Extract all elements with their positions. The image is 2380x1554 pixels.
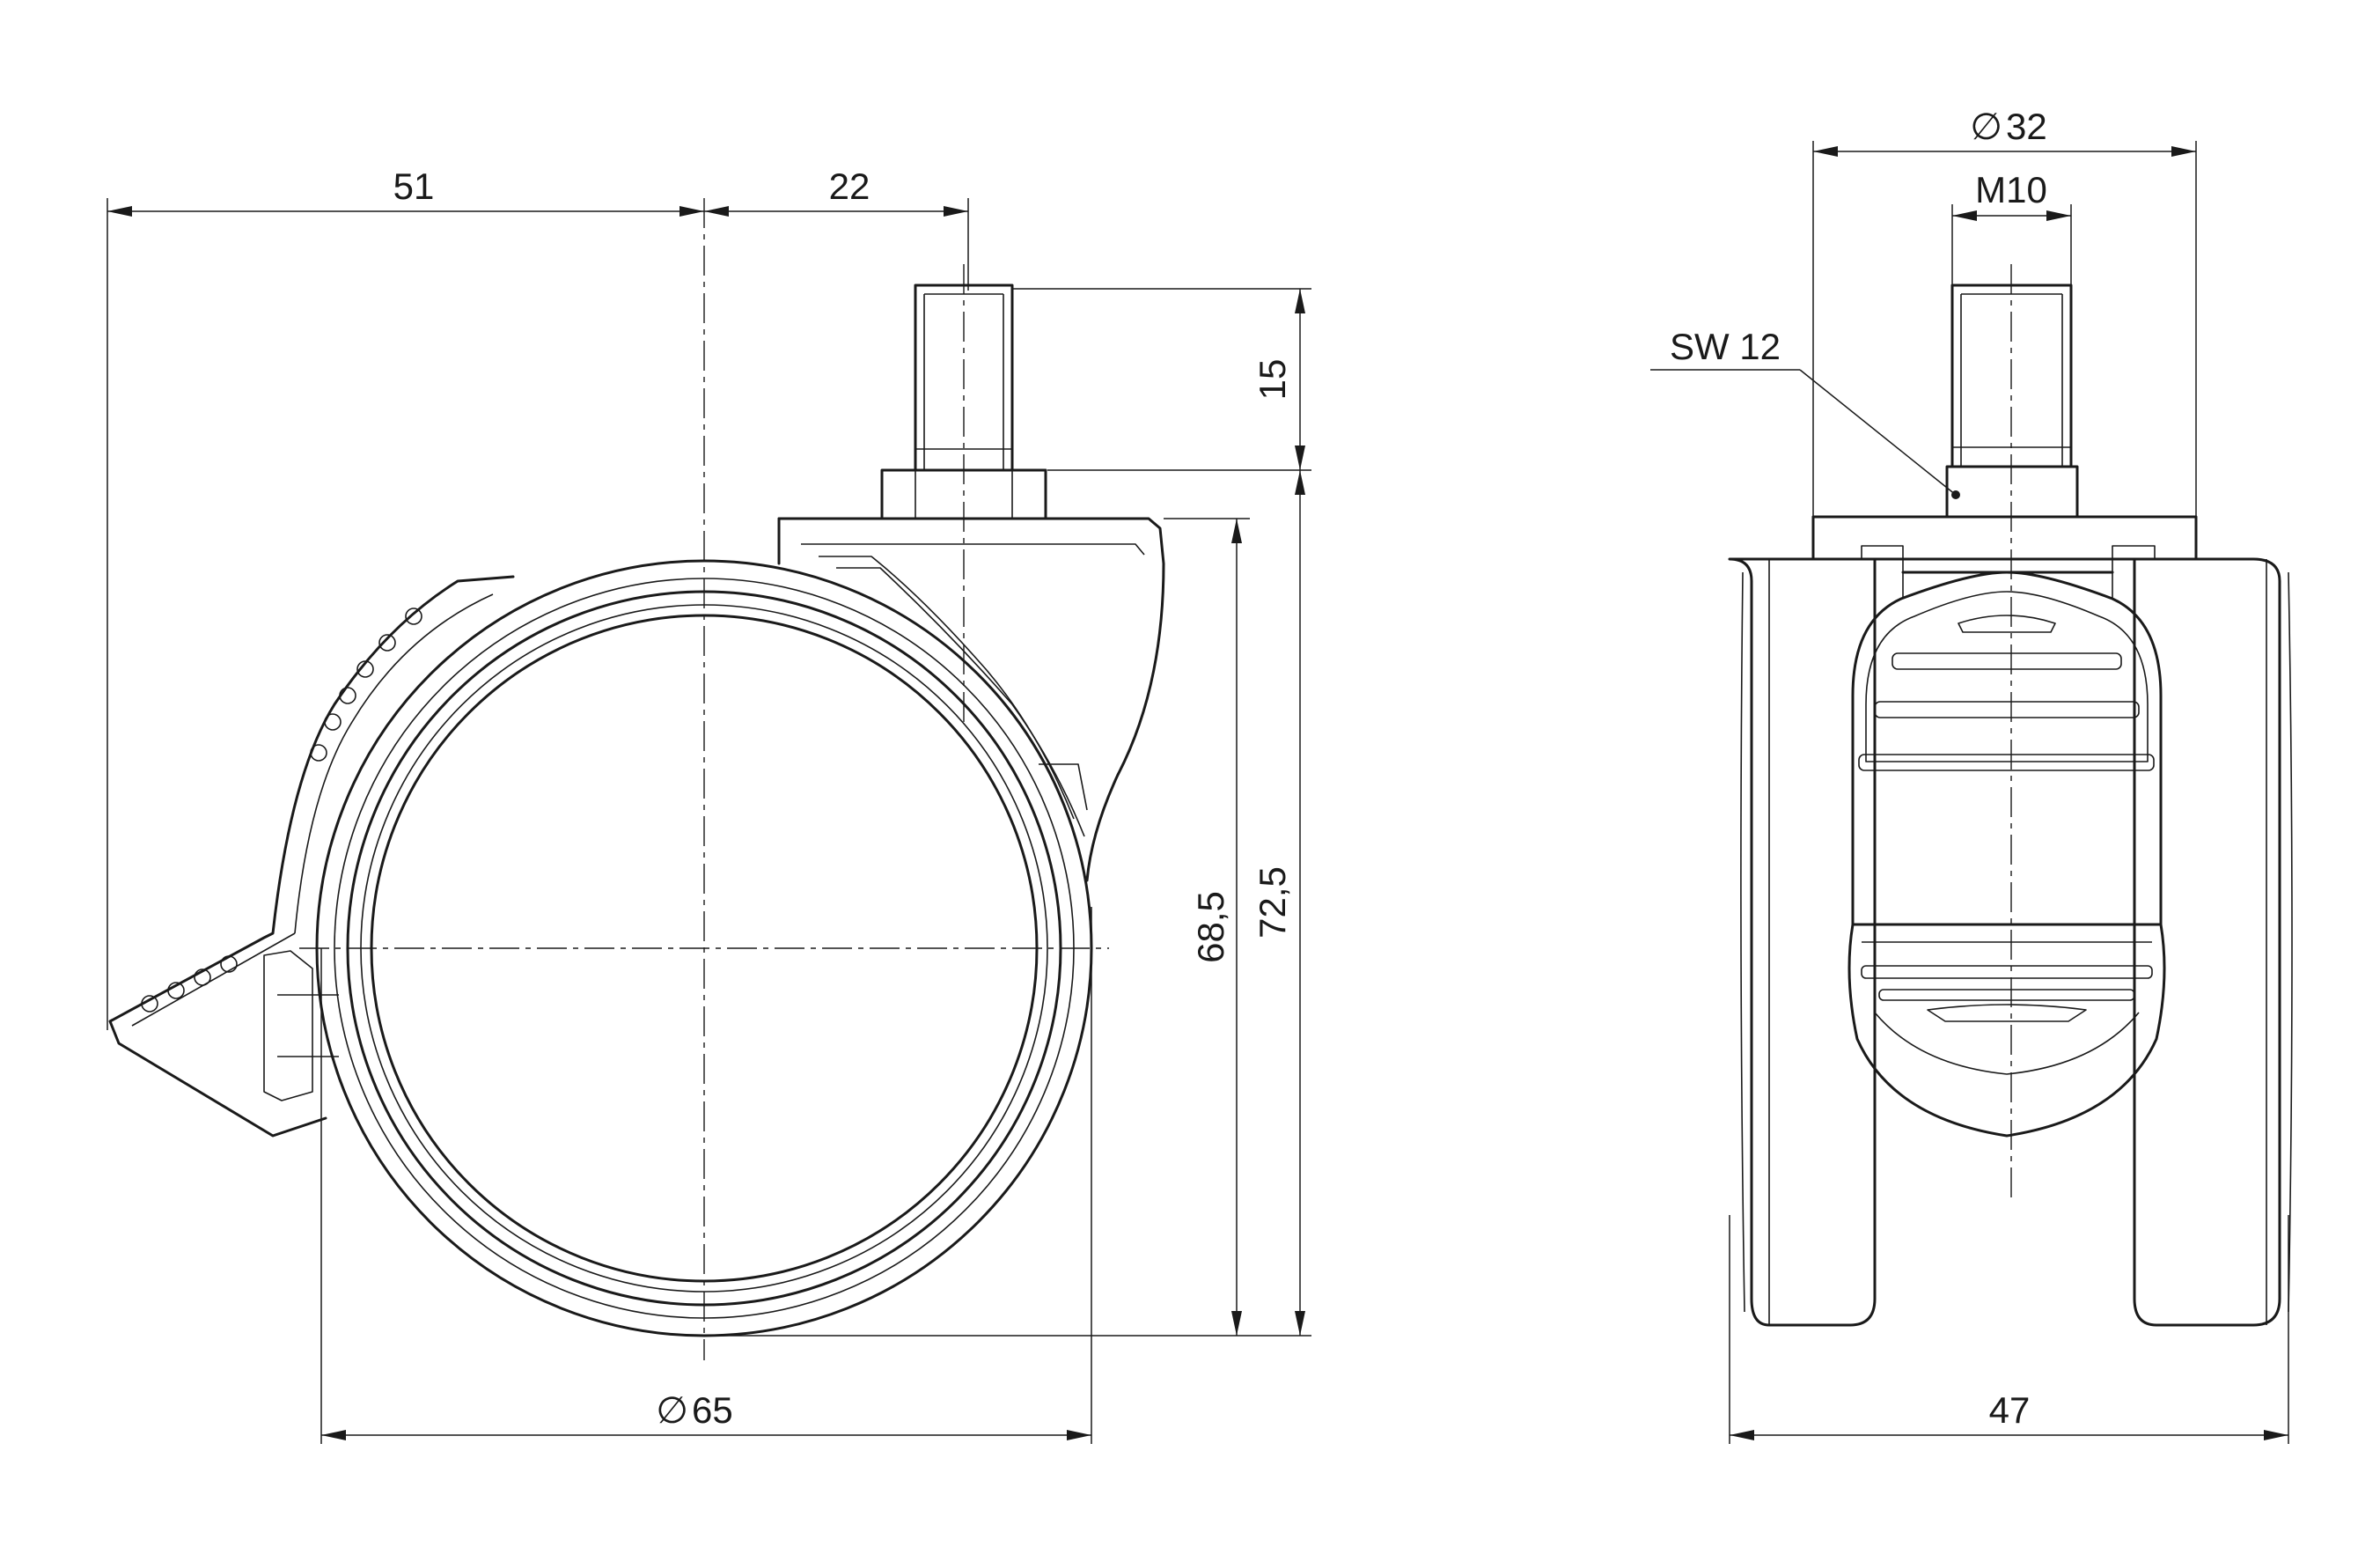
dim-height-total-label: 72,5 — [1252, 866, 1293, 939]
dim-height-plate: 68,5 — [704, 518, 1311, 1337]
dim-stem-offset: 22 — [704, 166, 969, 291]
dim-wrench-size: SW 12 — [1650, 326, 1957, 496]
dim-height-plate-label: 68,5 — [1190, 891, 1231, 963]
dim-wrench-size-label: SW 12 — [1670, 326, 1781, 367]
dim-stem-length-label: 15 — [1252, 359, 1293, 401]
dim-plate-diameter-label: 32 — [2006, 106, 2047, 147]
dim-width-label: 47 — [1989, 1389, 2031, 1431]
pedal-ribs — [141, 608, 422, 1013]
fork-housing — [777, 517, 1165, 882]
dim-brake-offset-label: 51 — [393, 166, 435, 207]
fork-body — [1847, 571, 2166, 1138]
dim-wheel-diameter-label: 65 — [692, 1389, 733, 1431]
dim-stem-length: 15 — [1012, 288, 1311, 471]
front-view: ∅ 32 M10 SW 12 47 — [1650, 106, 2293, 1444]
dim-wheel-diameter: ∅ 65 — [320, 907, 1092, 1444]
front-stem-assembly — [1945, 284, 2079, 519]
dim-thread: M10 — [1951, 169, 2072, 285]
side-view: 51 22 15 68,5 — [107, 166, 1311, 1444]
left-wheel — [1728, 557, 1885, 1327]
brake-pedal — [108, 575, 515, 1138]
dim-wheel-diameter-symbol: ∅ — [656, 1389, 688, 1431]
dim-plate-diameter-symbol: ∅ — [1970, 106, 2002, 147]
dim-height-total: 72,5 — [1252, 470, 1305, 1336]
right-wheel — [2133, 557, 2293, 1327]
dim-brake-offset: 51 — [107, 166, 704, 1030]
front-plate — [1811, 515, 2198, 599]
dim-plate-diameter: ∅ 32 — [1812, 106, 2197, 517]
dim-width: 47 — [1729, 1215, 2289, 1444]
dim-thread-label: M10 — [1975, 169, 2047, 210]
dim-stem-offset-label: 22 — [829, 166, 870, 207]
